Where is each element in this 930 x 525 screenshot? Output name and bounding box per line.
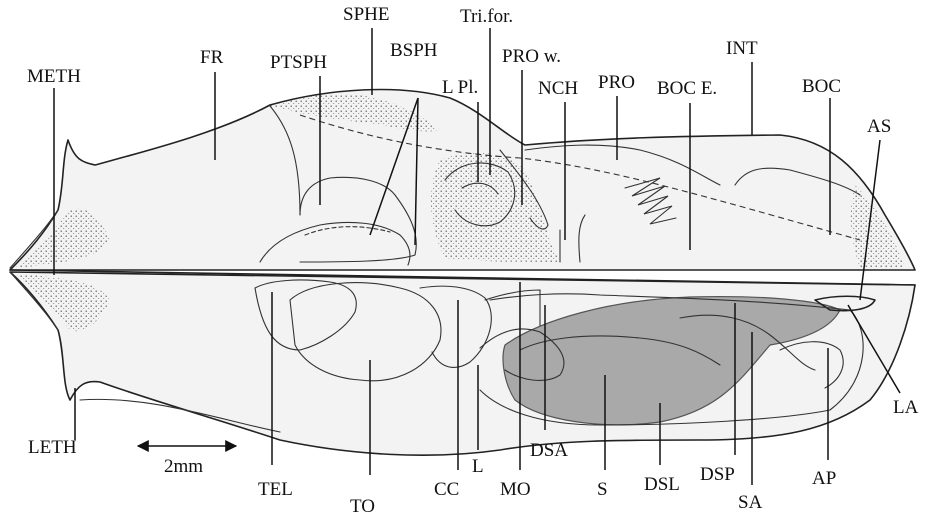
label-boc: BOC [802,76,841,97]
label-l: L [472,456,484,477]
label-tel: TEL [258,479,293,500]
label-sa: SA [738,492,763,513]
label-pro: PRO [598,72,635,93]
label-boc-e: BOC E. [657,78,717,99]
label-la: LA [893,397,919,418]
label-ap: AP [812,468,836,489]
label-bsph: BSPH [390,40,438,61]
label-fr: FR [200,47,224,68]
label-nch: NCH [538,78,578,99]
scale-bar-label: 2mm [164,456,203,477]
label-tri-for: Tri.for. [460,6,513,27]
label-dsl: DSL [644,474,680,495]
label-as: AS [867,116,891,137]
basioccipital-stipple [851,185,905,268]
label-meth: METH [27,66,81,87]
label-mo: MO [500,479,531,500]
ventral-half [10,272,915,455]
label-leth: LETH [28,437,77,458]
label-cc: CC [434,479,459,500]
label-dsp: DSP [700,464,735,485]
label-dsa: DSA [530,440,568,461]
label-sphe: SPHE [343,4,389,25]
dorsal-half [10,90,915,270]
label-l-pl: L Pl. [442,77,478,98]
label-ptsph: PTSPH [270,52,327,73]
label-int: INT [726,38,758,59]
label-s: S [597,479,608,500]
label-pro-w: PRO w. [502,46,561,67]
label-to: TO [350,496,375,517]
